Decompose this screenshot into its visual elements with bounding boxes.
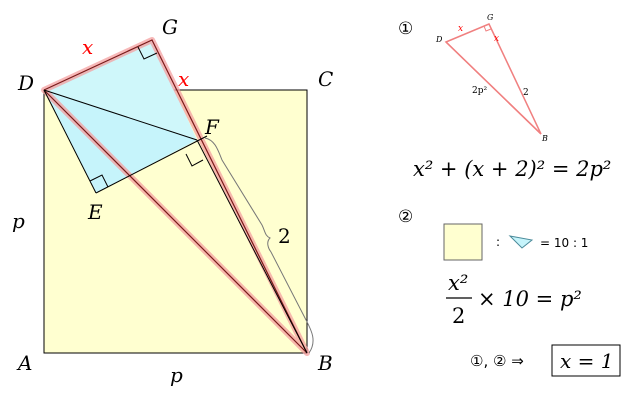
fraction-numerator: x² [448,271,468,295]
label-x-top: x [82,35,93,59]
mini-square-icon [443,223,483,261]
mini-label-x2: x [494,34,499,44]
conclusion-section: ①, ② ⇒ x = 1 [470,344,621,377]
mini-label-2: 2 [523,88,529,98]
step1-section: ① D G B x x 2p² 2 x² + (x + 2)² = 2p² [398,13,611,181]
label-vertex-d: D [17,71,34,95]
label-vertex-b: B [317,351,333,375]
line-dgb [43,39,308,354]
label-vertex-f: F [204,115,220,139]
step2-marker: ② [398,207,413,227]
label-vertex-g: G [162,15,178,39]
right-angle-mark-f [185,153,204,167]
brace-fb [204,137,314,354]
label-vertex-a: A [16,351,32,375]
fraction-denominator: 2 [452,304,465,328]
step2-section: ② : = 10 : 1 x² 2 × 10 = p² [398,207,588,328]
result-text: x = 1 [560,349,613,373]
conclusion-premise: ①, ② ⇒ [470,352,524,370]
mini-label-x1: x [458,24,463,34]
mini-right-angle-mark [483,25,492,32]
triangle-def [44,90,197,193]
label-x-right: x [178,67,189,91]
label-vertex-e: E [87,200,103,224]
triangle-dgf [44,40,197,140]
line-fb [196,139,308,354]
step1-equation: x² + (x + 2)² = 2p² [413,157,611,181]
right-angle-mark-g [137,46,158,60]
mini-label-d: D [435,35,443,44]
right-angle-mark-e [89,174,109,188]
ratio-colon: : [496,235,500,249]
result-box [551,344,621,377]
mini-line-db [445,41,542,135]
line-db [43,89,308,354]
step1-marker: ① [398,19,413,39]
label-vertex-c: C [318,67,333,91]
label-side-p-left: p [12,209,25,233]
mini-label-2p2: 2p² [472,86,487,96]
main-figure: D G C F E A B p p 2 x x [12,15,333,387]
label-brace-2: 2 [278,224,291,248]
ratio-value: = 10 : 1 [540,236,588,250]
mini-label-b: B [541,134,548,143]
step2-equation: × 10 = p² [478,287,582,311]
mini-label-g: G [487,13,494,22]
line-df [43,89,198,141]
line-ef [95,135,208,194]
label-side-p-bottom: p [170,363,183,387]
mini-kite-icon [508,235,534,249]
line-de [43,89,97,194]
